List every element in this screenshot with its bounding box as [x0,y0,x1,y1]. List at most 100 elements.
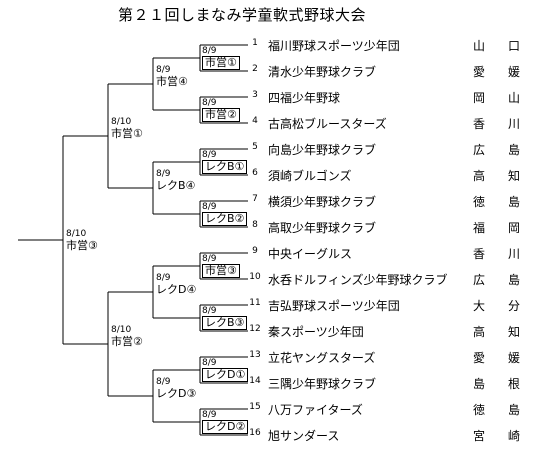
match-venue: 市営② [202,108,240,122]
team-seed-number: 16 [249,428,261,438]
team-prefecture: 島 [508,273,521,287]
team-seed-number: 13 [249,350,261,360]
team-prefecture: 川 [508,247,521,261]
team-prefecture: 宮 [473,429,486,443]
match-venue: 市営① [111,127,143,140]
team-name: 四福少年野球 [268,91,341,105]
team-prefecture: 媛 [508,351,521,365]
team-seed-number: 5 [252,142,258,152]
match-venue: レクB④ [156,179,196,192]
team-prefecture: 口 [508,39,521,53]
match-date: 8/10 [66,229,87,239]
team-prefecture: 広 [473,273,486,287]
team-name: 清水少年野球クラブ [268,65,377,79]
match-date: 8/10 [111,117,132,127]
team-prefecture: 山 [473,39,486,53]
match-venue: レクB① [202,160,248,174]
team-name: 向島少年野球クラブ [268,143,377,157]
team-prefecture: 山 [508,91,521,105]
team-prefecture: 徳 [473,403,486,417]
team-name: 高取少年野球クラブ [268,221,377,235]
team-prefecture: 媛 [508,65,521,79]
team-seed-number: 7 [252,194,258,204]
team-prefecture: 大 [473,299,486,313]
team-name: 秦スポーツ少年団 [268,325,364,339]
match-date: 8/9 [202,150,217,160]
match-date: 8/9 [156,169,171,179]
team-seed-number: 4 [252,116,258,126]
team-prefecture: 島 [508,195,521,209]
team-seed-number: 6 [252,168,258,178]
team-prefecture: 愛 [473,351,486,365]
team-seed-number: 11 [249,298,261,308]
match-venue: レクB② [202,212,248,226]
match-venue: 市営③ [66,239,98,252]
team-seed-number: 2 [252,64,258,74]
match-date: 8/9 [202,254,217,264]
match-venue: 市営④ [156,75,188,88]
team-prefecture: 高 [473,325,486,339]
team-name: 横須少年野球クラブ [268,195,377,209]
team-prefecture: 愛 [473,65,486,79]
team-prefecture: 川 [508,117,521,131]
match-venue: レクD① [202,368,249,382]
match-venue: レクD④ [156,283,197,296]
match-venue: 市営③ [202,264,240,278]
team-name: 福川野球スポーツ少年団 [268,39,400,53]
team-prefecture: 広 [473,143,486,157]
team-prefecture: 島 [473,377,486,391]
team-prefecture: 徳 [473,195,486,209]
match-date: 8/9 [202,202,217,212]
team-prefecture: 島 [508,403,521,417]
team-prefecture: 崎 [508,429,521,443]
team-row: 2 清水少年野球クラブ 愛 媛 [248,63,533,81]
team-seed-number: 15 [249,402,261,412]
match-date: 8/9 [202,98,217,108]
team-prefecture: 高 [473,169,486,183]
team-prefecture: 知 [508,169,521,183]
team-prefecture: 福 [473,221,486,235]
team-name: 水呑ドルフィンズ少年野球クラブ [268,273,448,287]
team-name: 三隅少年野球クラブ [268,377,377,391]
team-name: 吉弘野球スポーツ少年団 [268,299,400,313]
match-date: 8/9 [202,306,217,316]
team-prefecture: 香 [473,117,486,131]
match-date: 8/9 [156,377,171,387]
team-seed-number: 14 [249,376,261,386]
match-date: 8/9 [156,273,171,283]
team-name: 立花ヤングスターズ [268,351,376,365]
team-seed-number: 12 [249,324,261,334]
match-date: 8/9 [202,410,217,420]
team-seed-number: 9 [252,246,258,256]
match-venue: 市営① [202,56,240,70]
match-date: 8/10 [111,325,132,335]
team-prefecture: 岡 [473,91,486,105]
team-row: 13 立花ヤングスターズ 愛 媛 [248,349,533,367]
team-row: 7 横須少年野球クラブ 徳 島 [248,193,533,211]
match-venue: レクD③ [156,387,197,400]
team-seed-number: 3 [252,90,258,100]
